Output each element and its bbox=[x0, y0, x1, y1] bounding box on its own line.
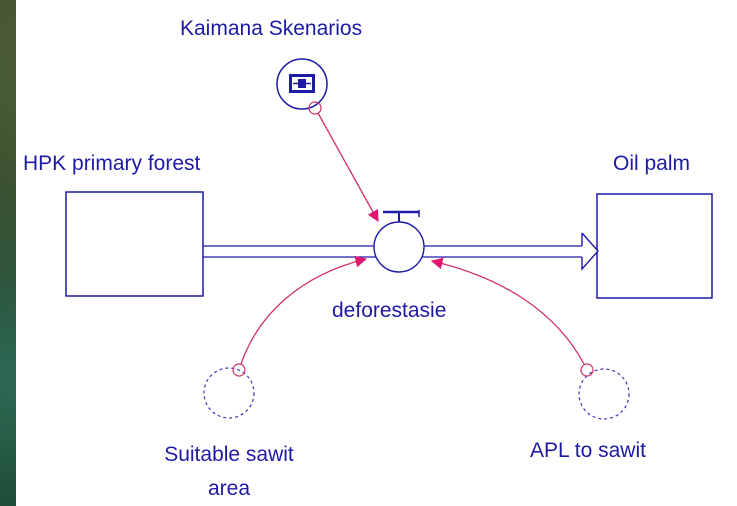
stock-hpk-primary-forest[interactable] bbox=[65, 191, 204, 297]
stock-oil-palm[interactable] bbox=[596, 193, 713, 299]
converter-suitable-sawit-area[interactable] bbox=[203, 367, 255, 419]
label-kaimana-skenarios: Kaimana Skenarios bbox=[180, 17, 363, 40]
connector-suitable-area-to-flow bbox=[232, 255, 368, 377]
connector-scenarios-to-flow bbox=[308, 101, 379, 223]
connector-apl-to-flow bbox=[430, 257, 594, 377]
converter-apl-to-sawit[interactable] bbox=[578, 368, 630, 420]
converter-kaimana-skenarios[interactable] bbox=[276, 58, 328, 110]
label-oil-palm: Oil palm bbox=[613, 152, 691, 175]
label-suitable-sawit-area-line2: area bbox=[207, 477, 251, 500]
label-deforestasie: deforestasie bbox=[332, 299, 447, 322]
label-apl-to-sawit: APL to sawit bbox=[530, 439, 646, 462]
flow-valve-deforestasie[interactable] bbox=[373, 210, 425, 273]
label-hpk-primary-forest: HPK primary forest bbox=[23, 152, 201, 175]
label-suitable-sawit-area-line1: Suitable sawit bbox=[164, 443, 294, 466]
